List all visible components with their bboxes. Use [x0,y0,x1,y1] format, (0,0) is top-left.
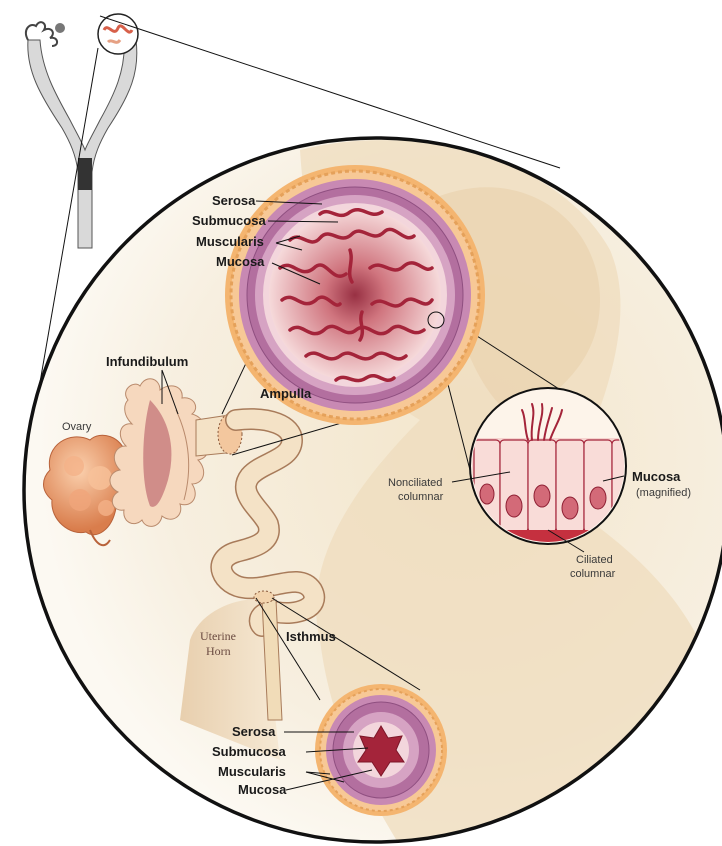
label-muscularis-lower: Muscularis [218,764,286,779]
label-magnified-note: (magnified) [636,487,691,499]
label-mucosa-magnified: Mucosa [632,469,681,484]
label-serosa-upper: Serosa [212,193,256,208]
label-serosa-lower: Serosa [232,724,276,739]
label-ampulla: Ampulla [260,386,312,401]
label-infundibulum: Infundibulum [106,354,188,369]
label-mucosa-upper: Mucosa [216,254,265,269]
label-uterine-horn-line2: Horn [206,644,231,658]
label-uterine-horn-line1: Uterine [200,629,236,643]
label-submucosa-upper: Submucosa [192,213,266,228]
label-mucosa-lower: Mucosa [238,782,287,797]
label-isthmus: Isthmus [286,629,336,644]
label-ciliated-line1: Ciliated [576,554,613,566]
label-nonciliated-line2: columnar [398,491,444,503]
label-ciliated-line2: columnar [570,568,616,580]
label-ovary: Ovary [62,421,92,433]
label-muscularis-upper: Muscularis [196,234,264,249]
tract-thumbnail [26,14,138,248]
label-nonciliated-line1: Nonciliated [388,477,442,489]
label-submucosa-lower: Submucosa [212,744,286,759]
